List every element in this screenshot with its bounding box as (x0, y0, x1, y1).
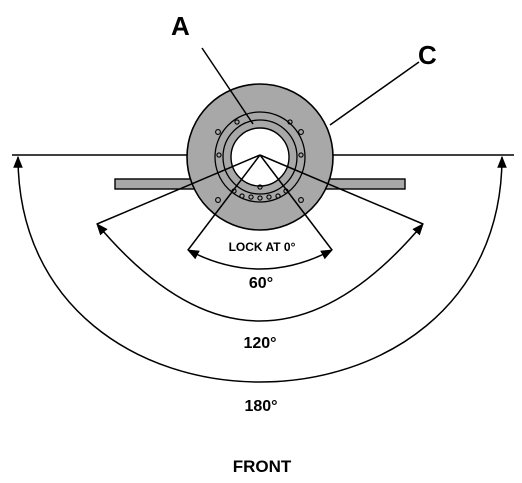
center-bore (230, 127, 290, 187)
front-label: FRONT (233, 457, 292, 476)
mounting-hole (298, 197, 304, 203)
swivel-disc (186, 83, 334, 231)
mounting-hole (215, 197, 221, 203)
arc-180 (13, 155, 507, 383)
angle-60-label: 60° (249, 275, 273, 292)
bolt-hole (239, 193, 245, 199)
mounting-hole (298, 129, 304, 135)
angle-180-label: 180° (244, 398, 277, 415)
mounting-hole (215, 129, 221, 135)
arc-120 (96, 223, 424, 322)
bolt-hole (257, 195, 263, 201)
bolt-hole (248, 194, 254, 200)
bolt-hole (234, 119, 240, 125)
callout-c-label: C (418, 40, 437, 70)
callout-c-leader (329, 61, 420, 126)
callout-a-leader (201, 47, 254, 125)
bolt-hole (287, 119, 293, 125)
lock-pin-hole (257, 184, 263, 190)
lock-label: LOCK AT 0° (229, 240, 296, 254)
callout-a-label: A (171, 11, 190, 41)
bolt-hole (266, 194, 272, 200)
bolt-hole (275, 193, 281, 199)
angle-120-label: 120° (243, 335, 276, 352)
arc-60 (186, 249, 334, 270)
